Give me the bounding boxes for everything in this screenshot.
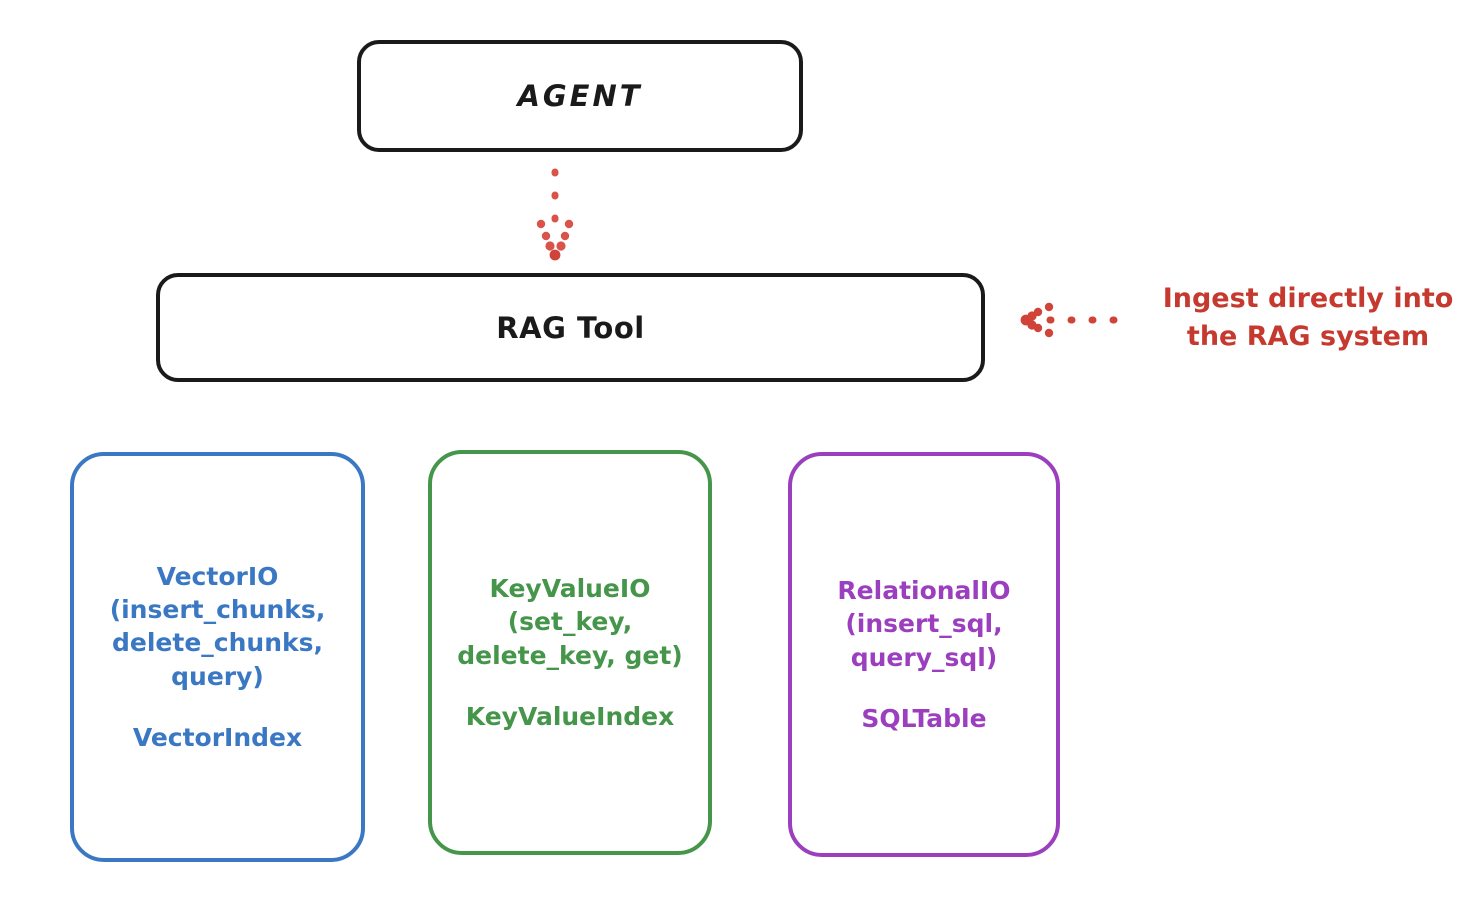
node-relationalio-table-label: SQLTable <box>861 703 987 733</box>
edge-agent-to-rag-tool-icon <box>536 168 574 261</box>
node-agent[interactable]: AGENT <box>357 40 803 152</box>
node-rag-tool[interactable]: RAG Tool <box>156 273 985 382</box>
node-vectorio-api-label: VectorIO (insert_chunks, delete_chunks, … <box>109 561 326 691</box>
node-relationalio[interactable]: RelationalIO (insert_sql, query_sql) SQL… <box>788 452 1060 857</box>
node-keyvalueio-api-label: KeyValueIO (set_key, delete_key, get) <box>457 574 683 670</box>
edge-ingest-to-rag-tool-icon <box>1020 302 1136 338</box>
node-keyvalueio-index-label: KeyValueIndex <box>465 701 675 731</box>
node-relationalio-api-label: RelationalIO (insert_sql, query_sql) <box>837 576 1011 672</box>
node-agent-label: AGENT <box>517 79 643 113</box>
node-rag-tool-label: RAG Tool <box>496 310 645 345</box>
annotation-ingest-directly: Ingest directly into the RAG system <box>1162 283 1454 353</box>
node-keyvalueio[interactable]: KeyValueIO (set_key, delete_key, get) Ke… <box>428 450 712 855</box>
node-vectorio-index-label: VectorIndex <box>132 722 303 752</box>
node-vectorio[interactable]: VectorIO (insert_chunks, delete_chunks, … <box>70 452 365 862</box>
